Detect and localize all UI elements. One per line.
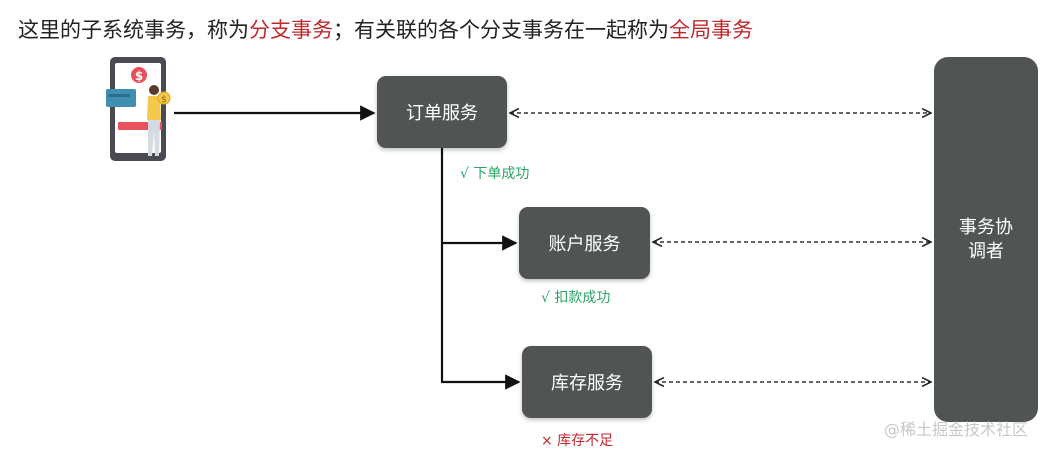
svg-text:$: $ — [161, 95, 167, 105]
stock-service-box: 库存服务 — [522, 346, 652, 418]
account-status-success: √ 扣款成功 — [541, 290, 611, 306]
order-service-box: 订单服务 — [377, 76, 507, 148]
account-service-label: 账户服务 — [548, 234, 621, 255]
coordinator-label-line1: 事务协 — [959, 216, 1013, 238]
phone-payment-icon: $ $ — [106, 57, 171, 161]
order-status-success: √ 下单成功 — [460, 166, 530, 182]
svg-text:$: $ — [135, 69, 143, 83]
coordinator-label-line2: 调者 — [968, 240, 1004, 262]
diagram-title: 这里的子系统事务，称为分支事务；有关联的各个分支事务在一起称为全局事务 — [18, 14, 753, 44]
stock-status-failure: × 库存不足 — [541, 433, 614, 449]
stock-service-label: 库存服务 — [551, 373, 623, 394]
account-service-box: 账户服务 — [519, 207, 650, 279]
title-highlight-global-transaction: 全局事务 — [669, 18, 753, 42]
title-highlight-branch-transaction: 分支事务 — [249, 18, 333, 42]
title-part-1: 这里的子系统事务，称为 — [18, 18, 249, 42]
title-part-2: ；有关联的各个分支事务在一起称为 — [333, 18, 669, 42]
transaction-coordinator-box: 事务协 调者 — [934, 57, 1038, 422]
watermark: @稀土掘金技术社区 — [884, 420, 1029, 439]
order-service-label: 订单服务 — [406, 103, 478, 124]
